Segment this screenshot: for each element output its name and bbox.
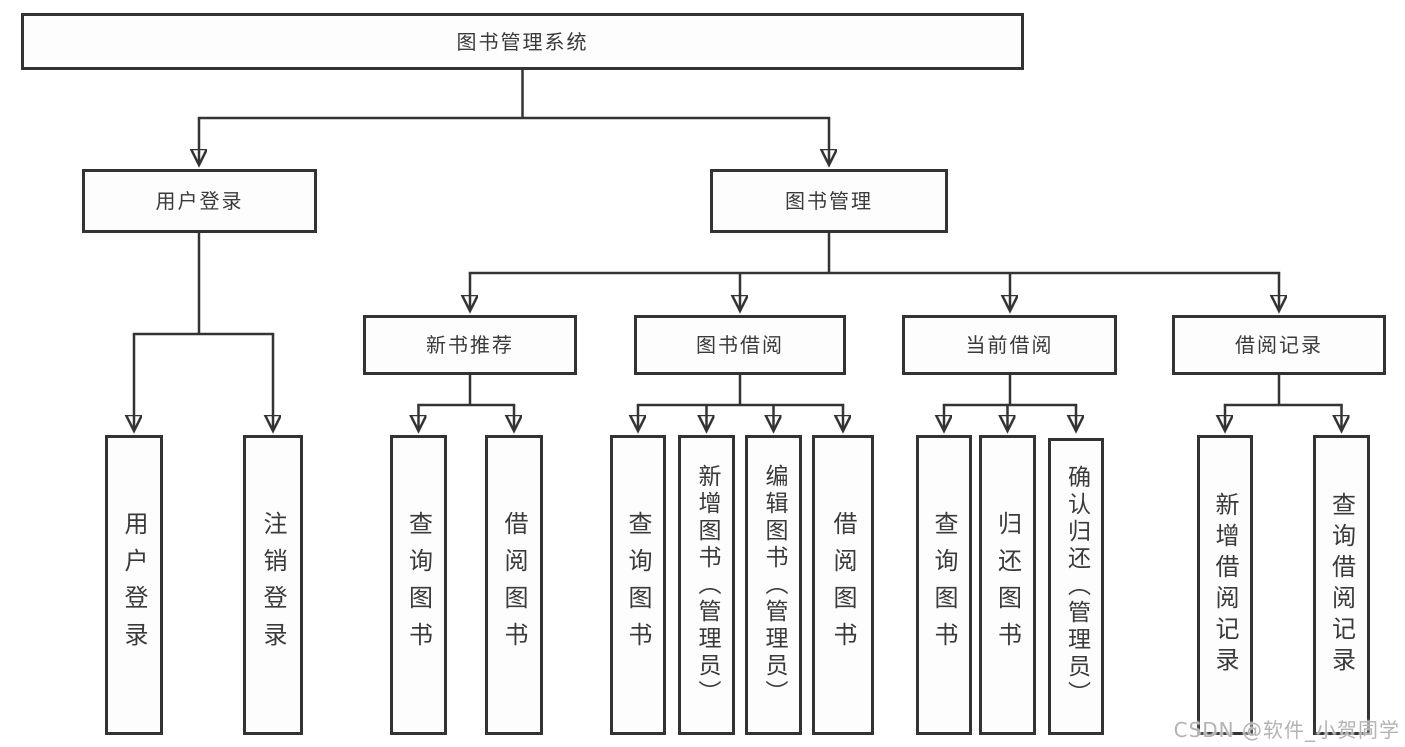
leaf-add-books-admin: 新增图书（管理员） bbox=[678, 435, 735, 735]
node-library-management-system: 图书管理系统 bbox=[21, 13, 1024, 70]
node-current-borrow: 当前借阅 bbox=[902, 315, 1117, 375]
csdn-watermark: CSDN @软件_小贺同学 bbox=[1173, 718, 1400, 742]
leaf-add-borrow-record: 新增借阅记录 bbox=[1197, 435, 1253, 735]
leaf-borrow-books: 借阅图书 bbox=[812, 435, 874, 735]
leaf-query-books-current: 查询图书 bbox=[916, 435, 972, 735]
leaf-query-borrow-record: 查询借阅记录 bbox=[1313, 435, 1370, 735]
node-book-borrow: 图书借阅 bbox=[634, 315, 846, 375]
leaf-confirm-return-admin: 确认归还（管理员） bbox=[1048, 438, 1104, 735]
leaf-query-books-borrow: 查询图书 bbox=[610, 435, 666, 735]
leaf-edit-books-admin: 编辑图书（管理员） bbox=[745, 435, 802, 735]
node-user-login-branch: 用户登录 bbox=[82, 169, 317, 233]
leaf-logout: 注销登录 bbox=[243, 435, 303, 735]
leaf-query-books-recommend: 查询图书 bbox=[390, 435, 447, 735]
leaf-borrow-books-recommend: 借阅图书 bbox=[485, 435, 543, 735]
node-new-book-recommend: 新书推荐 bbox=[363, 315, 577, 375]
leaf-user-login: 用户登录 bbox=[105, 435, 163, 735]
node-book-management-branch: 图书管理 bbox=[710, 169, 948, 233]
node-borrow-records: 借阅记录 bbox=[1172, 315, 1386, 375]
leaf-return-books: 归还图书 bbox=[979, 435, 1036, 735]
